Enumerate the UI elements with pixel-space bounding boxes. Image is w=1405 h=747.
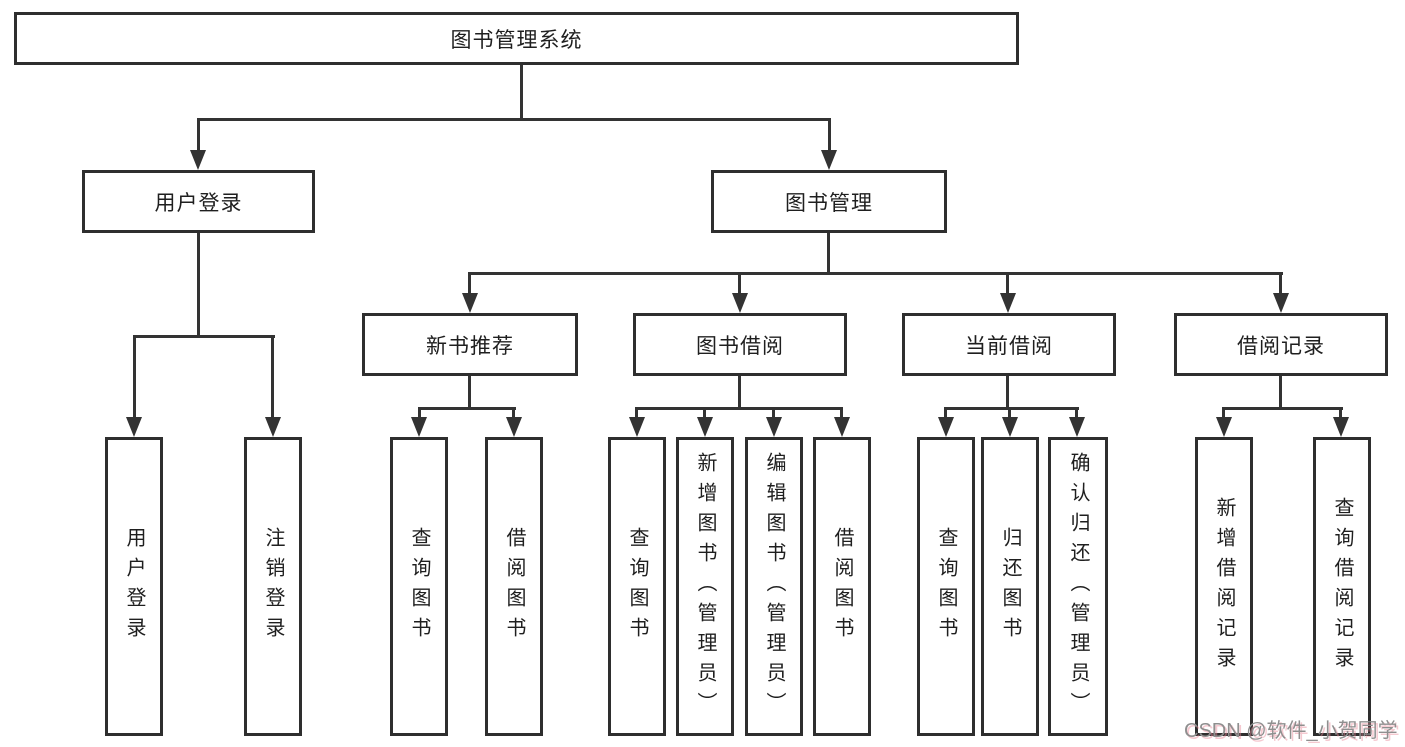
arrow-down-icon — [834, 417, 850, 437]
node-current-borrow: 当前借阅 — [902, 313, 1116, 376]
leaf-user-login: 用户登录 — [105, 437, 163, 736]
leaf-currentborrow-confirm-admin-label: 确认归还（管理员） — [1067, 451, 1089, 722]
connector-currentborrow-arrowstem-3 — [1075, 407, 1078, 421]
leaf-newbook-query: 查询图书 — [390, 437, 448, 736]
arrow-down-icon — [1273, 293, 1289, 313]
connector-bookborrow-bar — [636, 407, 843, 410]
arrow-down-icon — [629, 417, 645, 437]
connector-userlogin-arrowstem-2 — [271, 335, 274, 419]
arrow-down-icon — [126, 417, 142, 437]
leaf-currentborrow-return-label: 归还图书 — [999, 526, 1021, 647]
node-book-management: 图书管理 — [711, 170, 947, 233]
connector-bookmgmt-arrowstem-1 — [468, 272, 471, 294]
arrow-down-icon — [732, 293, 748, 313]
connector-borrowrecord-arrowstem-1 — [1222, 407, 1225, 421]
leaf-bookborrow-edit-admin-label: 编辑图书（管理员） — [763, 451, 785, 722]
connector-bookmgmt-arrowstem-3 — [1006, 272, 1009, 294]
connector-borrowrecord-stem — [1279, 376, 1282, 407]
arrow-down-icon — [766, 417, 782, 437]
connector-bookborrow-arrowstem-3 — [772, 407, 775, 421]
arrow-down-icon — [1000, 293, 1016, 313]
connector-root-arrowstem-left — [197, 118, 200, 154]
leaf-currentborrow-query: 查询图书 — [917, 437, 975, 736]
connector-newbook-stem — [468, 376, 471, 407]
connector-currentborrow-stem — [1006, 376, 1009, 407]
connector-userlogin-bar — [133, 335, 275, 338]
connector-currentborrow-arrowstem-2 — [1008, 407, 1011, 421]
leaf-bookborrow-add-admin: 新增图书（管理员） — [676, 437, 734, 736]
leaf-bookborrow-add-admin-label: 新增图书（管理员） — [694, 451, 716, 722]
node-user-login-label: 用户登录 — [154, 191, 243, 215]
connector-newbook-arrowstem-1 — [418, 407, 421, 421]
connector-newbook-bar — [418, 407, 516, 410]
connector-root-stem — [520, 65, 523, 118]
leaf-borrowrecord-query: 查询借阅记录 — [1313, 437, 1371, 736]
node-borrow-record: 借阅记录 — [1174, 313, 1388, 376]
connector-root-bar — [197, 118, 831, 121]
leaf-newbook-query-label: 查询图书 — [408, 526, 430, 647]
csdn-watermark: CSDN @软件_小贺同学 — [1184, 720, 1398, 742]
node-book-management-label: 图书管理 — [785, 191, 873, 215]
leaf-bookborrow-query: 查询图书 — [608, 437, 666, 736]
node-root-label: 图书管理系统 — [450, 28, 583, 52]
connector-bookborrow-arrowstem-2 — [703, 407, 706, 421]
arrow-down-icon — [265, 417, 281, 437]
connector-bookmgmt-bar — [469, 272, 1283, 275]
arrow-down-icon — [462, 293, 478, 313]
connector-userlogin-arrowstem-1 — [133, 335, 136, 419]
leaf-bookborrow-borrow: 借阅图书 — [813, 437, 871, 736]
leaf-borrowrecord-add: 新增借阅记录 — [1195, 437, 1253, 736]
leaf-newbook-borrow-label: 借阅图书 — [503, 526, 525, 647]
leaf-logout: 注销登录 — [244, 437, 302, 736]
node-book-borrow-label: 图书借阅 — [696, 334, 784, 358]
arrow-down-icon — [1069, 417, 1085, 437]
arrow-down-icon — [697, 417, 713, 437]
connector-bookmgmt-arrowstem-2 — [738, 272, 741, 294]
leaf-currentborrow-query-label: 查询图书 — [935, 526, 957, 647]
arrow-down-icon — [190, 150, 206, 170]
node-borrow-record-label: 借阅记录 — [1237, 334, 1325, 358]
arrow-down-icon — [1216, 417, 1232, 437]
node-book-borrow: 图书借阅 — [633, 313, 847, 376]
connector-bookborrow-arrowstem-4 — [840, 407, 843, 421]
connector-bookmgmt-stem — [827, 233, 830, 272]
connector-userlogin-stem — [197, 233, 200, 335]
arrow-down-icon — [938, 417, 954, 437]
connector-bookborrow-stem — [738, 376, 741, 407]
connector-currentborrow-arrowstem-1 — [944, 407, 947, 421]
arrow-down-icon — [506, 417, 522, 437]
connector-newbook-arrowstem-2 — [512, 407, 515, 421]
node-new-book-recommend: 新书推荐 — [362, 313, 578, 376]
leaf-currentborrow-return: 归还图书 — [981, 437, 1039, 736]
arrow-down-icon — [821, 150, 837, 170]
leaf-user-login-label: 用户登录 — [123, 526, 145, 647]
node-user-login: 用户登录 — [82, 170, 315, 233]
node-current-borrow-label: 当前借阅 — [965, 334, 1053, 358]
connector-root-arrowstem-right — [828, 118, 831, 154]
leaf-borrowrecord-query-label: 查询借阅记录 — [1331, 496, 1353, 677]
leaf-logout-label: 注销登录 — [262, 526, 284, 647]
node-new-book-recommend-label: 新书推荐 — [426, 334, 514, 358]
leaf-borrowrecord-add-label: 新增借阅记录 — [1213, 496, 1235, 677]
arrow-down-icon — [411, 417, 427, 437]
connector-borrowrecord-bar — [1223, 407, 1343, 410]
leaf-bookborrow-edit-admin: 编辑图书（管理员） — [745, 437, 803, 736]
leaf-bookborrow-query-label: 查询图书 — [626, 526, 648, 647]
leaf-newbook-borrow: 借阅图书 — [485, 437, 543, 736]
node-root: 图书管理系统 — [14, 12, 1019, 65]
leaf-currentborrow-confirm-admin: 确认归还（管理员） — [1048, 437, 1108, 736]
connector-bookborrow-arrowstem-1 — [635, 407, 638, 421]
connector-borrowrecord-arrowstem-2 — [1339, 407, 1342, 421]
connector-currentborrow-bar — [945, 407, 1079, 410]
arrow-down-icon — [1002, 417, 1018, 437]
arrow-down-icon — [1333, 417, 1349, 437]
leaf-bookborrow-borrow-label: 借阅图书 — [831, 526, 853, 647]
connector-bookmgmt-arrowstem-4 — [1279, 272, 1282, 294]
